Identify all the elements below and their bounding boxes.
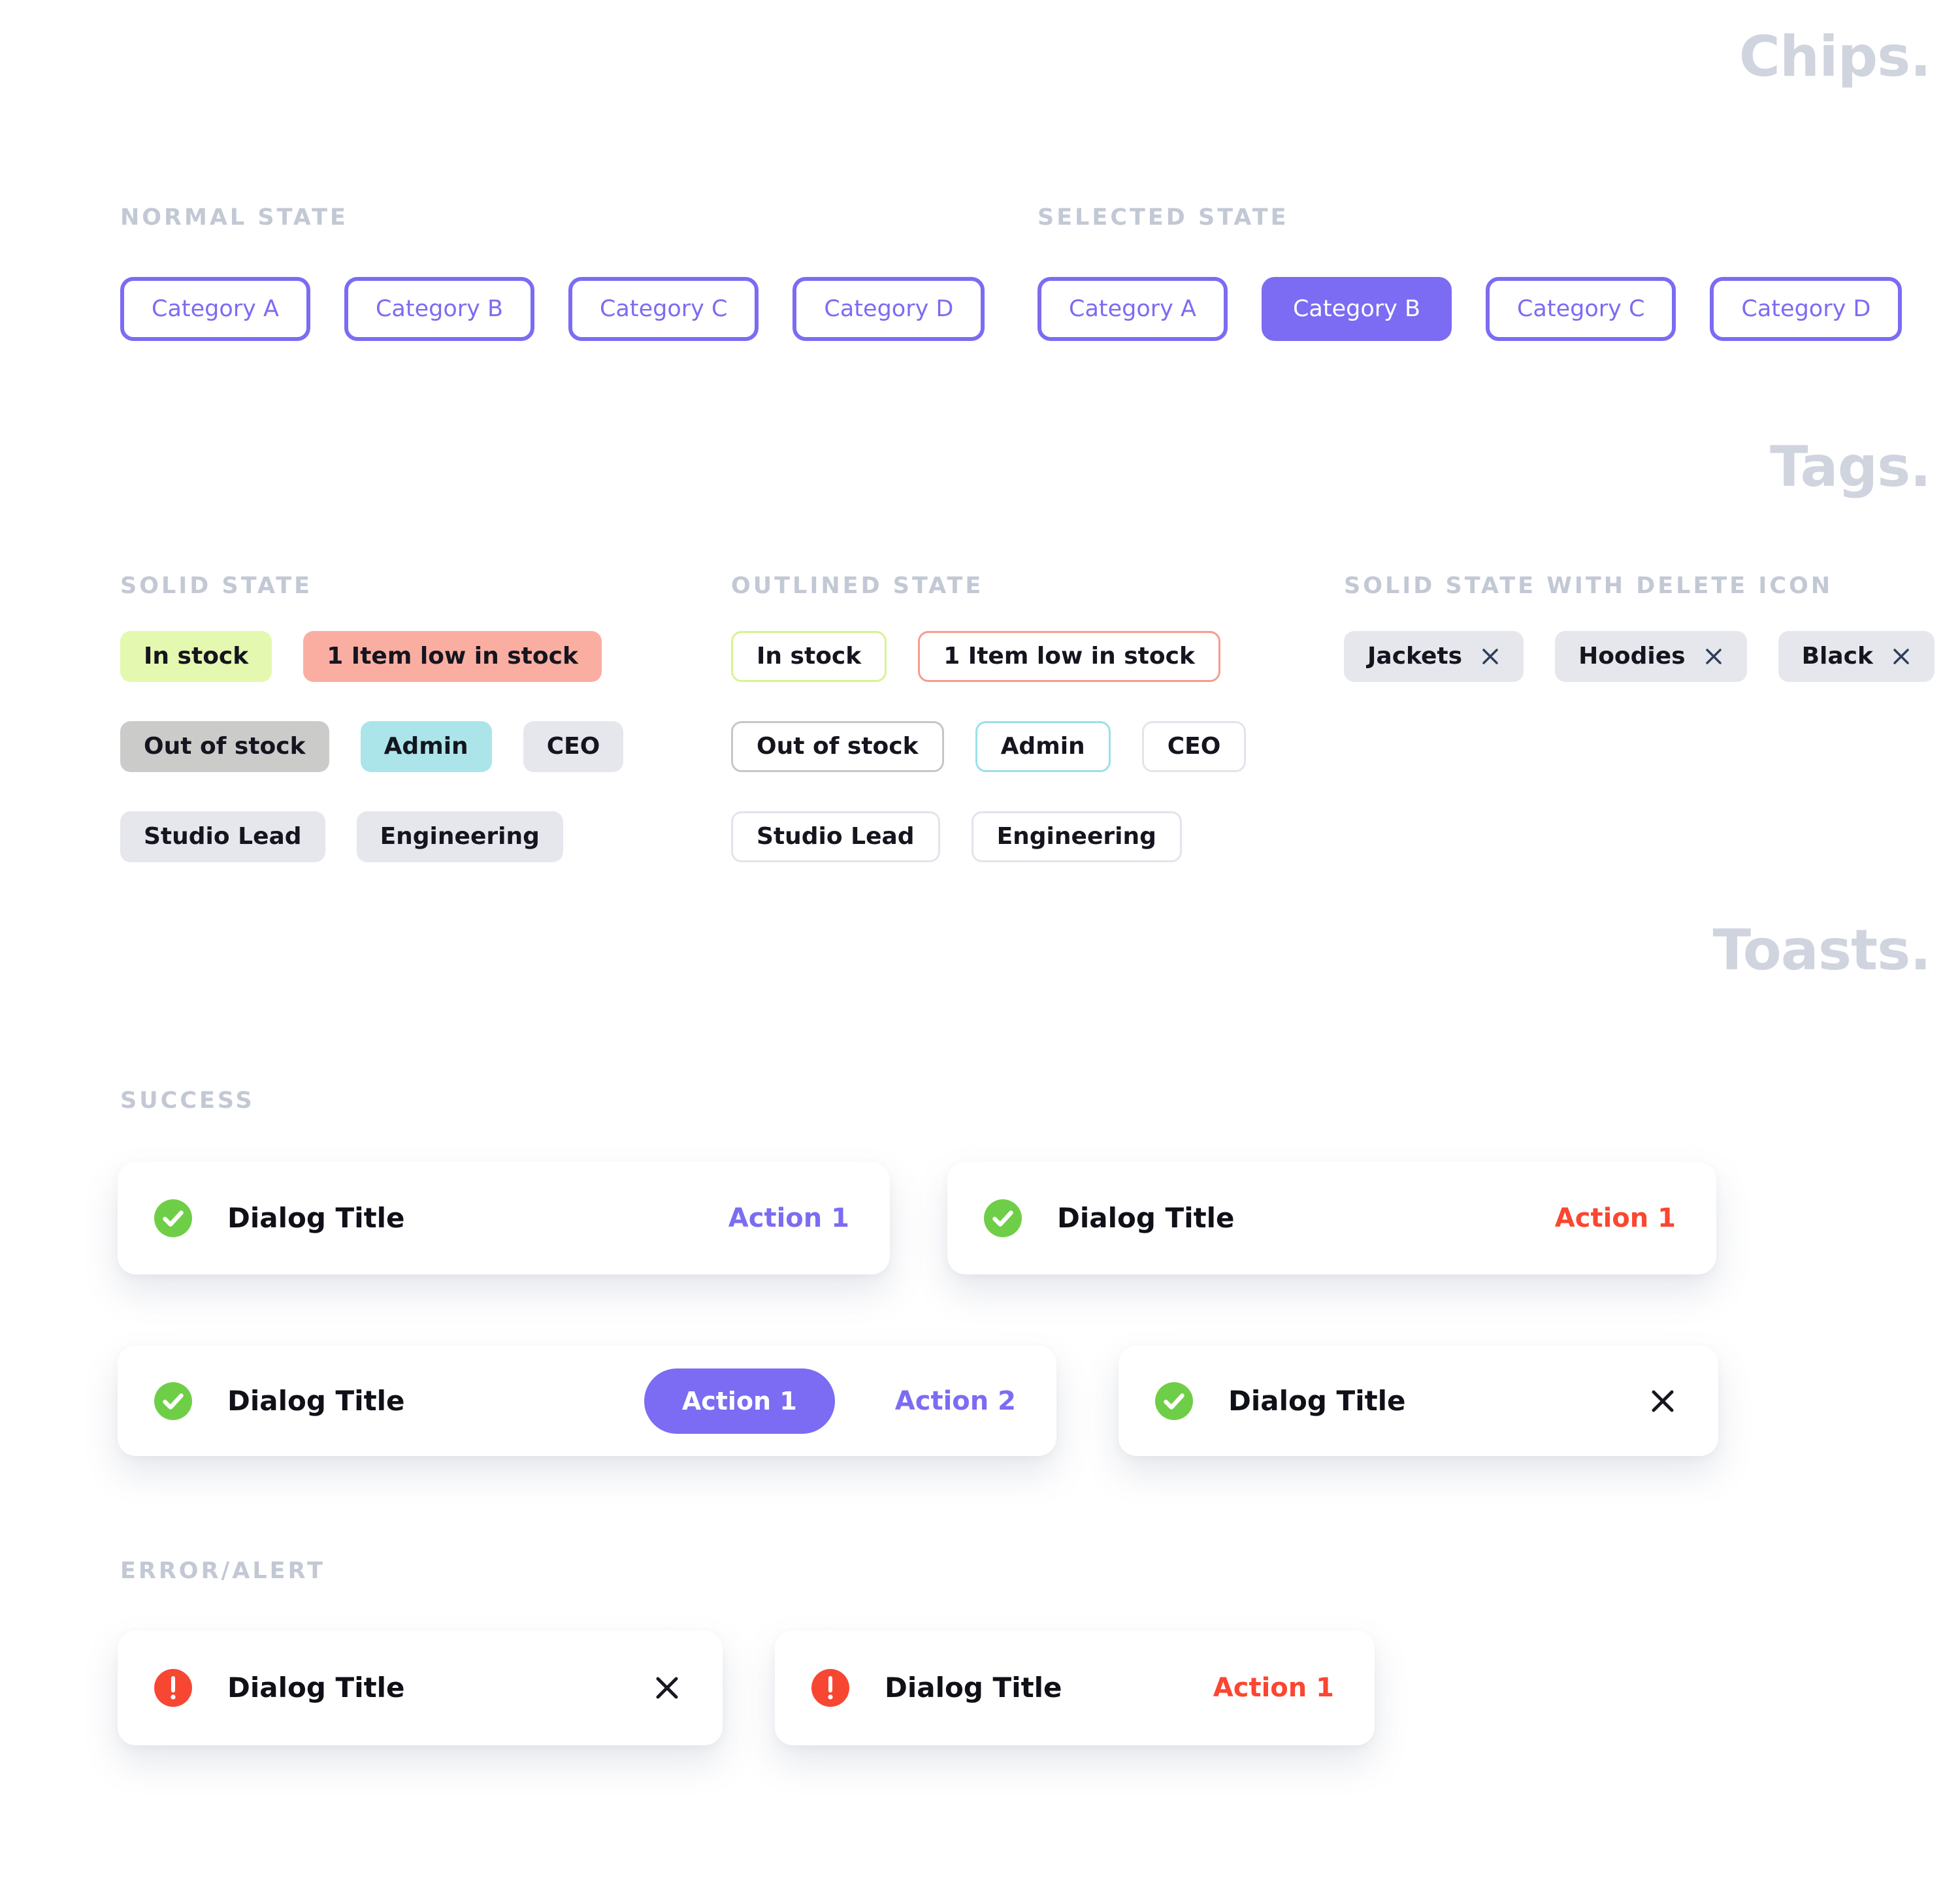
tag-low-stock[interactable]: 1 Item low in stock (918, 631, 1220, 682)
tag-hoodies[interactable]: Hoodies (1555, 631, 1747, 682)
action-1-button[interactable]: Action 1 (728, 1203, 849, 1233)
solid-state-heading: SOLID STATE (120, 573, 313, 599)
tag-label: Black (1801, 643, 1873, 670)
tag-label: Jackets (1367, 643, 1463, 670)
close-icon[interactable] (1891, 647, 1911, 666)
outlined-tags-row-1: In stock 1 Item low in stock (731, 631, 1220, 682)
close-icon[interactable] (652, 1673, 682, 1703)
toast-success-3: Dialog Title Action 1 Action 2 (118, 1346, 1056, 1456)
toast-success-4: Dialog Title (1119, 1346, 1718, 1456)
chip-category-b-selected[interactable]: Category B (1261, 277, 1452, 341)
error-alert-heading: ERROR/ALERT (120, 1558, 325, 1584)
toasts-section-title: Toasts. (1712, 918, 1931, 983)
toast-title: Dialog Title (227, 1384, 405, 1417)
chip-category-d[interactable]: Category D (1710, 277, 1903, 341)
toast-title: Dialog Title (885, 1672, 1062, 1704)
chip-category-c[interactable]: Category C (1485, 277, 1676, 341)
action-1-button[interactable]: Action 1 (1554, 1203, 1676, 1233)
alert-circle-icon (811, 1669, 849, 1707)
solid-tags-row-3: Studio Lead Engineering (120, 811, 563, 862)
action-1-pill-button[interactable]: Action 1 (644, 1368, 835, 1434)
toast-title: Dialog Title (227, 1672, 405, 1704)
tag-ceo[interactable]: CEO (1141, 721, 1247, 772)
chip-category-b[interactable]: Category B (344, 277, 534, 341)
chip-category-d[interactable]: Category D (792, 277, 985, 341)
close-icon[interactable] (1648, 1386, 1678, 1416)
check-circle-icon (984, 1199, 1022, 1237)
toast-success-1: Dialog Title Action 1 (118, 1162, 890, 1274)
chips-section-title: Chips. (1739, 24, 1931, 89)
outlined-tags: In stock 1 Item low in stock Out of stoc… (731, 631, 1247, 862)
outlined-tags-row-2: Out of stock Admin CEO (731, 721, 1247, 772)
close-icon[interactable] (1704, 647, 1723, 666)
action-2-button[interactable]: Action 2 (894, 1385, 1016, 1416)
check-circle-icon (154, 1199, 192, 1237)
tag-engineering[interactable]: Engineering (356, 811, 563, 862)
tag-in-stock[interactable]: In stock (731, 631, 887, 682)
tag-out-of-stock[interactable]: Out of stock (120, 721, 329, 772)
tag-label: Hoodies (1578, 643, 1686, 670)
toast-error-1: Dialog Title (118, 1630, 723, 1745)
close-icon[interactable] (1480, 647, 1500, 666)
outlined-tags-row-3: Studio Lead Engineering (731, 811, 1182, 862)
tag-studio-lead[interactable]: Studio Lead (731, 811, 940, 862)
tag-in-stock[interactable]: In stock (120, 631, 272, 682)
tag-engineering[interactable]: Engineering (971, 811, 1182, 862)
deletable-state-heading: SOLID STATE WITH DELETE ICON (1344, 573, 1833, 599)
tag-low-stock[interactable]: 1 Item low in stock (303, 631, 602, 682)
tag-out-of-stock[interactable]: Out of stock (731, 721, 944, 772)
check-circle-icon (1155, 1382, 1193, 1420)
normal-state-heading: NORMAL STATE (120, 204, 348, 231)
check-circle-icon (154, 1382, 192, 1420)
toast-success-2: Dialog Title Action 1 (947, 1162, 1716, 1274)
deletable-tags: Jackets Hoodies Black (1344, 631, 1935, 682)
alert-circle-icon (154, 1669, 192, 1707)
tag-studio-lead[interactable]: Studio Lead (120, 811, 325, 862)
tag-admin[interactable]: Admin (975, 721, 1111, 772)
action-1-button[interactable]: Action 1 (1213, 1673, 1334, 1703)
normal-chips-row: Category A Category B Category C Categor… (120, 277, 985, 341)
chip-category-c[interactable]: Category C (568, 277, 759, 341)
tags-section-title: Tags. (1769, 434, 1931, 500)
selected-chips-row: Category A Category B Category C Categor… (1037, 277, 1903, 341)
toast-title: Dialog Title (227, 1202, 405, 1234)
toast-error-2: Dialog Title Action 1 (775, 1630, 1375, 1745)
toast-title: Dialog Title (1228, 1384, 1406, 1417)
solid-tags-row-2: Out of stock Admin CEO (120, 721, 624, 772)
outlined-state-heading: OUTLINED STATE (731, 573, 984, 599)
chip-category-a[interactable]: Category A (1037, 277, 1228, 341)
solid-tags-row-1: In stock 1 Item low in stock (120, 631, 602, 682)
tag-ceo[interactable]: CEO (523, 721, 624, 772)
chip-category-a[interactable]: Category A (120, 277, 310, 341)
toast-title: Dialog Title (1057, 1202, 1235, 1234)
solid-tags: In stock 1 Item low in stock Out of stoc… (120, 631, 624, 862)
tag-jackets[interactable]: Jackets (1344, 631, 1524, 682)
tag-admin[interactable]: Admin (360, 721, 492, 772)
deletable-tags-row: Jackets Hoodies Black (1344, 631, 1935, 682)
success-heading: SUCCESS (120, 1088, 255, 1114)
selected-state-heading: SELECTED STATE (1037, 204, 1289, 231)
tag-black[interactable]: Black (1778, 631, 1935, 682)
